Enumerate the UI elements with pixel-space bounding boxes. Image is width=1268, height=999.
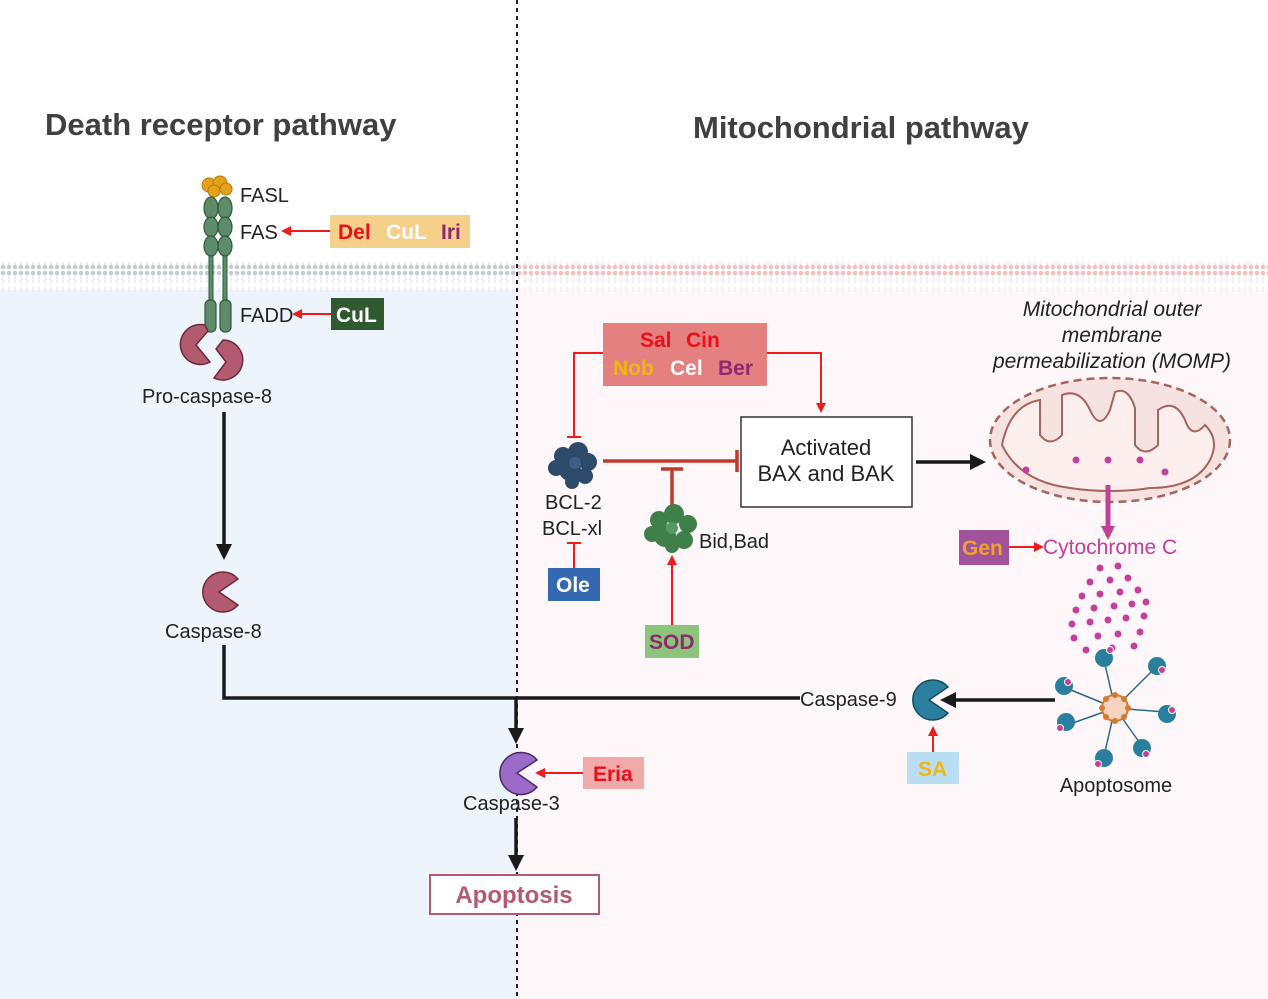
plasma-membrane-left bbox=[0, 262, 517, 292]
mito-compound-box bbox=[603, 323, 767, 386]
death-receptor-title: Death receptor pathway bbox=[45, 107, 397, 142]
ole-compound-text: Ole bbox=[556, 574, 590, 597]
gen-compound-box bbox=[959, 530, 1009, 565]
mito-compound-sal: Sal bbox=[640, 329, 672, 352]
fasl-ligand-icon bbox=[201, 175, 233, 198]
apoptosis-label: Apoptosis bbox=[455, 882, 572, 909]
gen-compound-text: Gen bbox=[962, 537, 1003, 560]
caspase3-label: Caspase-3 bbox=[463, 793, 560, 815]
fadd-icon bbox=[204, 299, 232, 333]
sa-compound-text: SA bbox=[918, 758, 947, 781]
bax-bak-line1: Activated bbox=[781, 435, 872, 460]
momp-label-line1: Mitochondrial outer bbox=[1023, 298, 1203, 321]
bax-bak-line2: BAX and BAK bbox=[758, 461, 895, 486]
mitochondrial-title: Mitochondrial pathway bbox=[693, 110, 1030, 145]
sod-compound-text: SOD bbox=[649, 631, 695, 654]
apoptosome-label: Apoptosome bbox=[1060, 775, 1172, 797]
pro-caspase8-label: Pro-caspase-8 bbox=[142, 386, 272, 408]
bcl2-protein-icon bbox=[548, 442, 597, 489]
apoptosis-box bbox=[429, 874, 600, 915]
bid-bad-label: Bid,Bad bbox=[699, 531, 769, 553]
fadd-compound-cul: CuL bbox=[336, 304, 377, 327]
fadd-label: FADD bbox=[240, 305, 293, 327]
bax-bak-box bbox=[740, 416, 913, 508]
bid-bad-protein-icon bbox=[644, 504, 697, 553]
pro-caspase8-icon bbox=[179, 323, 244, 381]
plasma-membrane-right bbox=[517, 262, 1268, 292]
momp-label-line2: membrane bbox=[1062, 324, 1162, 347]
fas-receptor-icon bbox=[203, 196, 233, 303]
fadd-compound-box bbox=[331, 298, 384, 330]
fasl-label: FASL bbox=[240, 185, 289, 207]
mito-box-to-bax-arrow bbox=[767, 352, 826, 413]
caspase8-to-caspase3-line bbox=[222, 645, 800, 700]
mito-compound-cel: Cel bbox=[670, 357, 703, 380]
caspase3-icon bbox=[499, 751, 539, 796]
fas-compound-cul: CuL bbox=[386, 221, 427, 244]
fas-compound-del: Del bbox=[338, 221, 371, 244]
mito-box-to-bcl2-inhibit bbox=[573, 352, 603, 437]
eria-compound-box bbox=[583, 757, 644, 789]
caspase8-icon bbox=[202, 571, 240, 613]
bclxl-label: BCL-xl bbox=[542, 518, 602, 540]
ole-compound-box bbox=[548, 568, 600, 601]
mito-compound-cin: Cin bbox=[686, 329, 720, 352]
bcl2-label: BCL-2 bbox=[545, 492, 602, 514]
fas-label: FAS bbox=[240, 222, 278, 244]
cytochrome-c-label: Cytochrome C bbox=[1043, 536, 1177, 559]
mitochondrion-icon bbox=[988, 376, 1232, 504]
fas-compound-box bbox=[330, 215, 470, 248]
sod-compound-box bbox=[645, 625, 699, 658]
caspase9-icon bbox=[912, 679, 950, 721]
sa-compound-box bbox=[907, 752, 959, 784]
eria-compound-text: Eria bbox=[593, 763, 633, 786]
fas-compound-iri: Iri bbox=[441, 221, 461, 244]
caspase9-label: Caspase-9 bbox=[800, 689, 897, 711]
momp-label-line3: permeabilization (MOMP) bbox=[992, 350, 1231, 373]
caspase8-label: Caspase-8 bbox=[165, 621, 262, 643]
mito-compound-ber: Ber bbox=[718, 357, 753, 380]
apoptosome-icon bbox=[1055, 646, 1176, 768]
mito-compound-nob: Nob bbox=[613, 357, 654, 380]
